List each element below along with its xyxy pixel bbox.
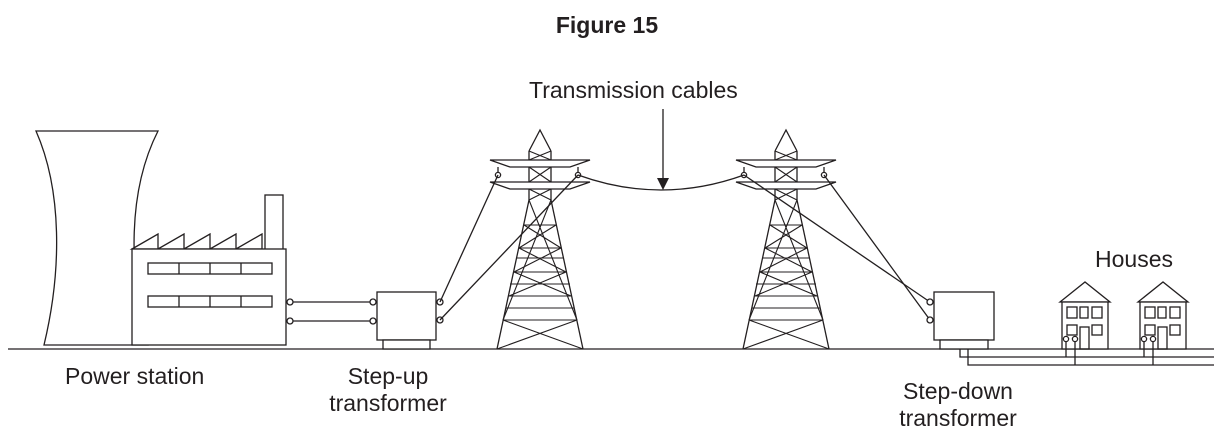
underground-cables <box>959 335 1214 366</box>
step-down-label: Step-down transformer <box>890 378 1026 432</box>
house-left <box>1058 281 1112 350</box>
cables-arrow <box>657 109 669 190</box>
power-station-building <box>129 232 287 346</box>
step-down-label-line2: transformer <box>899 405 1017 431</box>
transmission-cables-label: Transmission cables <box>529 77 738 103</box>
houses-label: Houses <box>1095 246 1173 272</box>
station-to-transformer-wires <box>286 298 377 325</box>
step-up-label-line1: Step-up <box>347 363 429 389</box>
figure-title: Figure 15 <box>555 12 659 38</box>
pylon-right <box>735 128 837 350</box>
step-up-label-line2: transformer <box>329 390 447 416</box>
step-down-label-line1: Step-down <box>903 378 1013 404</box>
step-up-transformer <box>376 291 444 350</box>
transmission-cables <box>439 174 931 321</box>
step-up-label: Step-up transformer <box>320 363 456 417</box>
pylon-left <box>489 128 591 350</box>
chimney <box>264 194 284 252</box>
power-station-label: Power station <box>65 363 205 389</box>
house-right <box>1136 281 1190 350</box>
step-down-transformer <box>926 291 995 350</box>
